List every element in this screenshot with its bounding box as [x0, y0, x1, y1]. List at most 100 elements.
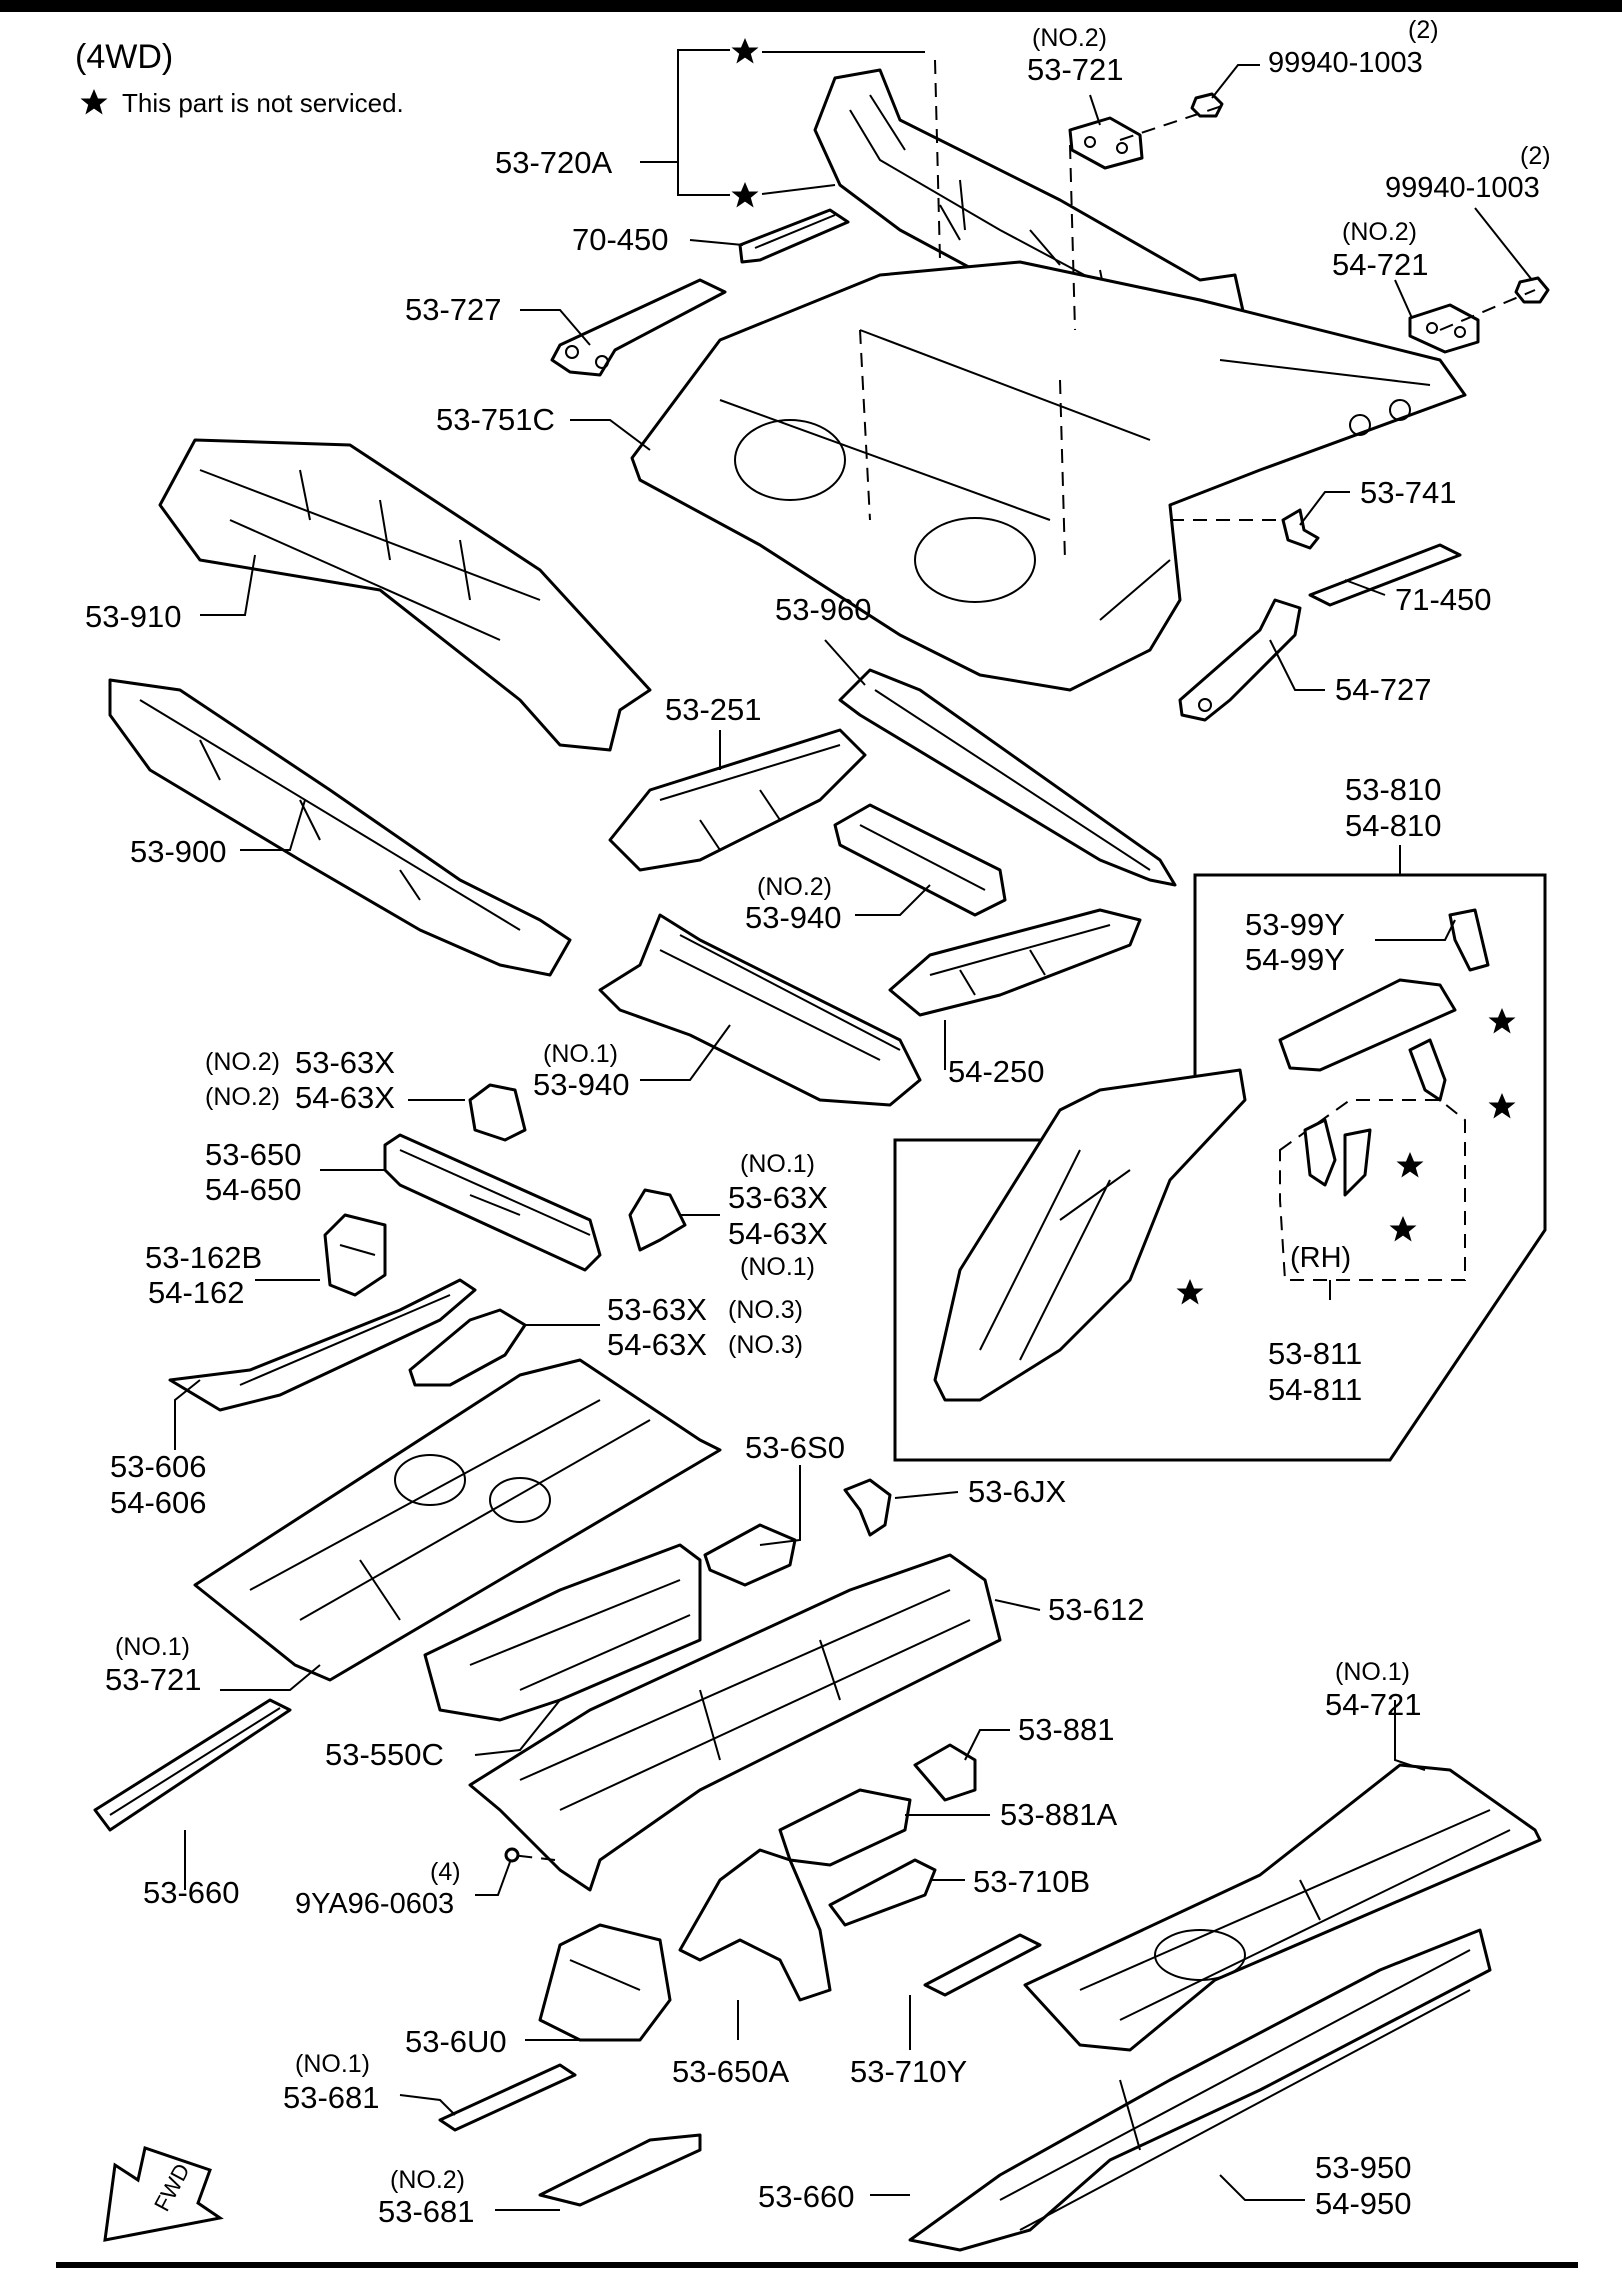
label-53-881A: 53-881A — [1000, 1797, 1118, 1832]
not-serviced-note: This part is not serviced. — [122, 88, 404, 118]
label-no2-f: (NO.2) — [390, 2166, 465, 2194]
label-53-162B: 53-162B — [145, 1240, 262, 1275]
part-nut-99940-a[interactable] — [1190, 92, 1224, 118]
part-53-751C[interactable] — [630, 260, 1467, 692]
label-no2-e: (NO.2) — [205, 1083, 280, 1111]
label-no2-a: (NO.2) — [1032, 24, 1107, 52]
part-53-727[interactable] — [550, 278, 727, 377]
part-53-811-bracket[interactable] — [1278, 978, 1457, 1072]
label-54-63X-no1: 54-63X — [728, 1216, 828, 1251]
leader-lines — [174, 49, 1533, 2211]
label-53-751C: 53-751C — [436, 402, 555, 437]
label-no2-b: (NO.2) — [1342, 218, 1417, 246]
part-53-881[interactable] — [913, 1743, 977, 1802]
part-9YA96-0603[interactable] — [504, 1847, 520, 1863]
label-54-250: 54-250 — [948, 1054, 1045, 1089]
part-71-450[interactable] — [1308, 543, 1462, 607]
not-serviced-star-icon-811-b — [1488, 1093, 1516, 1119]
label-53-940-no1: 53-940 — [533, 1067, 630, 1102]
label-53-960: 53-960 — [775, 592, 872, 627]
part-53-606[interactable] — [168, 1278, 477, 1412]
part-54-250[interactable] — [888, 908, 1142, 1017]
part-53-650[interactable] — [383, 1133, 602, 1272]
part-53-960[interactable] — [838, 668, 1177, 887]
label-53-660-upper: 53-660 — [143, 1875, 240, 1910]
part-53-162B[interactable] — [323, 1213, 387, 1297]
part-53-6U0[interactable] — [538, 1923, 672, 2042]
part-53-63X-no1[interactable] — [628, 1188, 687, 1252]
part-53-810[interactable] — [933, 1068, 1247, 1402]
part-53-681-no2[interactable] — [538, 2133, 702, 2207]
label-53-681-no2: 53-681 — [378, 2194, 475, 2229]
label-rh: (RH) — [1290, 1242, 1351, 1274]
label-53-900: 53-900 — [130, 834, 227, 869]
label-54-63X-no3: 54-63X — [607, 1327, 707, 1362]
part-53-6JX[interactable] — [843, 1478, 892, 1537]
part-53-881A[interactable] — [778, 1788, 912, 1867]
label-53-63X-no1: 53-63X — [728, 1180, 828, 1215]
part-53-63X-no2[interactable] — [468, 1083, 527, 1142]
not-serviced-star-icon-811-d — [1389, 1216, 1417, 1242]
label-no1-b: (NO.1) — [740, 1150, 815, 1178]
label-53-63X-no2: 53-63X — [295, 1045, 395, 1080]
part-53-650A[interactable] — [678, 1848, 832, 2002]
label-no1-e: (NO.1) — [1335, 1658, 1410, 1686]
label-53-251: 53-251 — [665, 692, 762, 727]
part-53-721-no1[interactable] — [193, 1358, 722, 1682]
label-53-910: 53-910 — [85, 599, 182, 634]
label-53-710Y: 53-710Y — [850, 2054, 967, 2089]
part-53-660-upper[interactable] — [93, 1698, 292, 1832]
label-53-810: 53-810 — [1345, 772, 1442, 807]
part-53-681-no1[interactable] — [438, 2063, 577, 2132]
label-53-940-no2: 53-940 — [745, 900, 842, 935]
label-71-450: 71-450 — [1395, 582, 1492, 617]
part-53-63X-no3[interactable] — [408, 1308, 527, 1387]
label-54-721-no1: 54-721 — [1325, 1687, 1422, 1722]
part-53-811-rh-pieces[interactable] — [1303, 1118, 1372, 1197]
part-53-710Y[interactable] — [923, 1933, 1042, 1997]
not-serviced-star-icon-810 — [1176, 1279, 1204, 1305]
label-no1-f: (NO.1) — [295, 2050, 370, 2078]
part-53-950[interactable] — [908, 1928, 1492, 2252]
label-70-450: 70-450 — [572, 222, 669, 257]
part-nut-99940-b[interactable] — [1514, 276, 1550, 304]
label-53-741: 53-741 — [1360, 475, 1457, 510]
part-53-251[interactable] — [608, 728, 867, 872]
label-53-727: 53-727 — [405, 292, 502, 327]
label-54-950: 54-950 — [1315, 2186, 1412, 2221]
not-serviced-star-icon-811-c — [1396, 1152, 1424, 1178]
label-4: (4) — [430, 1858, 461, 1886]
label-54-63X-no2: 54-63X — [295, 1080, 395, 1115]
label-54-99Y: 54-99Y — [1245, 942, 1345, 977]
part-53-612[interactable] — [468, 1553, 1002, 1892]
part-53-721-no2[interactable] — [1068, 116, 1144, 170]
label-no1-a: (NO.1) — [543, 1040, 618, 1068]
not-serviced-star-icon-811-a — [1488, 1008, 1516, 1034]
variant-label: (4WD) — [75, 38, 173, 76]
rh-dashed-group — [1279, 1099, 1466, 1281]
part-70-450[interactable] — [738, 208, 850, 264]
part-53-99Y[interactable] — [1448, 908, 1490, 972]
part-54-727[interactable] — [1178, 598, 1302, 722]
part-53-550C[interactable] — [423, 1543, 702, 1722]
label-53-721-top: 53-721 — [1027, 52, 1124, 87]
part-53-710B[interactable] — [828, 1858, 937, 1927]
part-53-900[interactable] — [108, 678, 572, 977]
part-53-940-no1[interactable] — [598, 913, 922, 1107]
part-53-910[interactable] — [158, 438, 652, 752]
part-53-940-no2[interactable] — [833, 803, 1007, 917]
part-53-811-clip[interactable] — [1408, 1038, 1447, 1102]
part-53-741[interactable] — [1281, 508, 1320, 550]
part-54-721-no1[interactable] — [1023, 1763, 1542, 2052]
label-54-727: 54-727 — [1335, 672, 1432, 707]
label-53-650A: 53-650A — [672, 2054, 790, 2089]
part-53-6S0[interactable] — [703, 1523, 797, 1587]
label-53-6U0: 53-6U0 — [405, 2024, 507, 2059]
label-54-811: 54-811 — [1268, 1372, 1362, 1407]
label-2-a: (2) — [1408, 16, 1439, 44]
label-54-810: 54-810 — [1345, 808, 1442, 843]
bottom-border — [56, 2262, 1578, 2268]
fwd-arrow-icon: FWD — [103, 2146, 224, 2242]
label-53-99Y: 53-99Y — [1245, 907, 1345, 942]
